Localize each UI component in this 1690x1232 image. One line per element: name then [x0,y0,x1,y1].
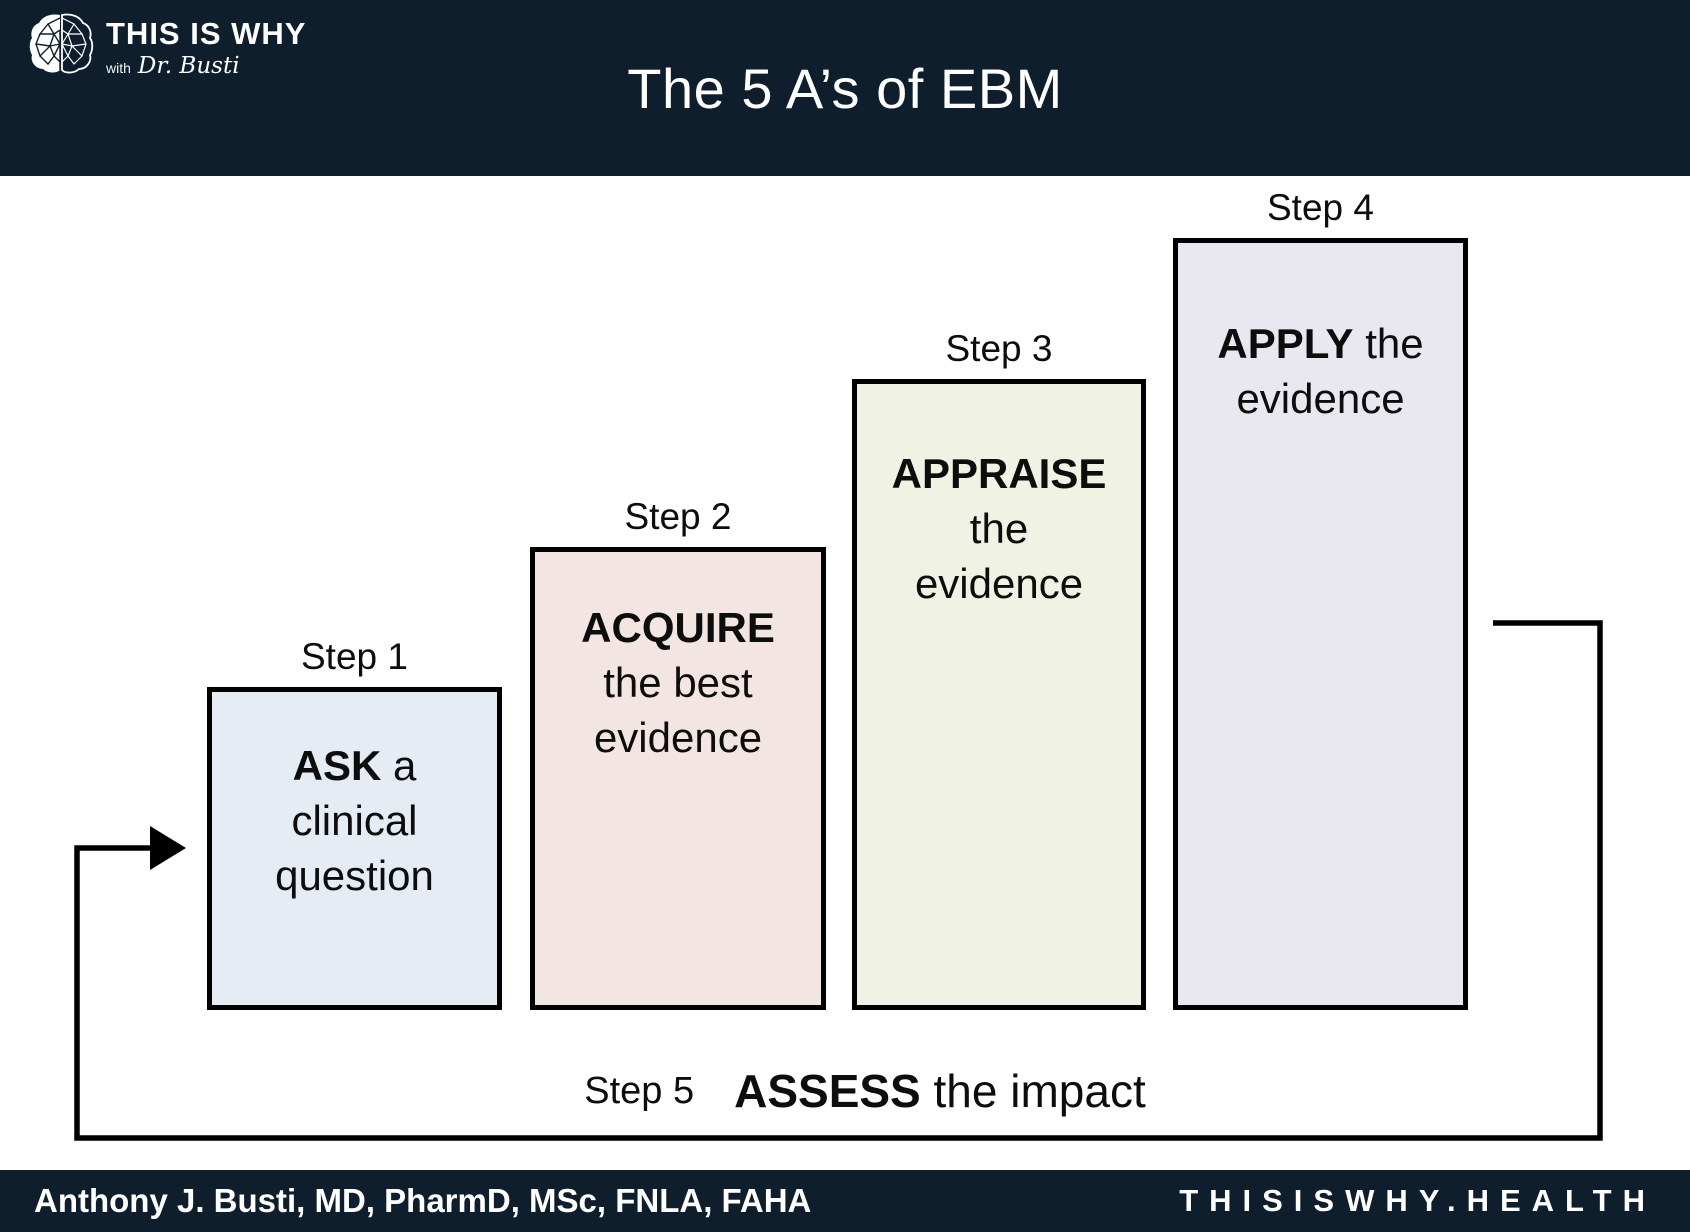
step-1-keyword: ASK [292,742,382,789]
page-title: The 5 A’s of EBM [627,57,1063,120]
footer-bar: Anthony J. Busti, MD, PharmD, MSc, FNLA,… [0,1170,1690,1232]
site-url: THISISWHY.HEALTH [1179,1183,1656,1218]
step-2-keyword: ACQUIRE [581,604,775,651]
step-5-label: Step 5 [584,1070,695,1112]
step-3-text: APPRAISE the evidence [857,446,1141,611]
step-5-rest: the impact [920,1065,1146,1117]
step-4-group: Step 4 APPLY the evidence [1173,185,1468,1010]
step-4-keyword: APPLY [1217,320,1354,367]
step-3-box: APPRAISE the evidence [852,379,1146,1010]
brand-subtitle: with Dr. Busti [106,55,306,78]
step-5-text: ASSESS the impact [734,1065,1146,1117]
brand-with: with [106,60,131,76]
step-3-rest: the evidence [914,505,1084,607]
step-4-text: APPLY the evidence [1178,316,1463,426]
step-2-rest: the best evidence [593,659,763,761]
step-4-box: APPLY the evidence [1173,238,1468,1010]
step-2-group: Step 2 ACQUIRE the best evidence [530,494,826,1010]
step-4-rest: the evidence [1236,320,1424,422]
step-3-keyword: APPRAISE [891,450,1107,497]
header-bar: THIS IS WHY with Dr. Busti The 5 A’s of … [0,0,1690,176]
step-1-label: Step 1 [301,636,408,677]
brand-signature: Dr. Busti [137,53,240,79]
step-3-group: Step 3 APPRAISE the evidence [852,326,1146,1010]
step-1-group: Step 1 ASK a clinical question [207,634,502,1010]
step-4-label: Step 4 [1267,187,1374,228]
step-2-label: Step 2 [624,496,732,537]
logo: THIS IS WHY with Dr. Busti [28,12,306,78]
step-2-box: ACQUIRE the best evidence [530,547,826,1010]
author-credit: Anthony J. Busti, MD, PharmD, MSc, FNLA,… [34,1182,812,1219]
step-1-box: ASK a clinical question [207,687,502,1010]
logo-text: THIS IS WHY with Dr. Busti [106,12,306,78]
step-1-text: ASK a clinical question [212,738,497,903]
step-5-caption: Step 5 ASSESS the impact [40,1064,1690,1118]
step-2-text: ACQUIRE the best evidence [535,600,821,765]
brand-name: THIS IS WHY [106,16,307,51]
step-5-keyword: ASSESS [734,1065,921,1117]
step-3-label: Step 3 [945,328,1053,369]
brain-icon [29,13,94,74]
